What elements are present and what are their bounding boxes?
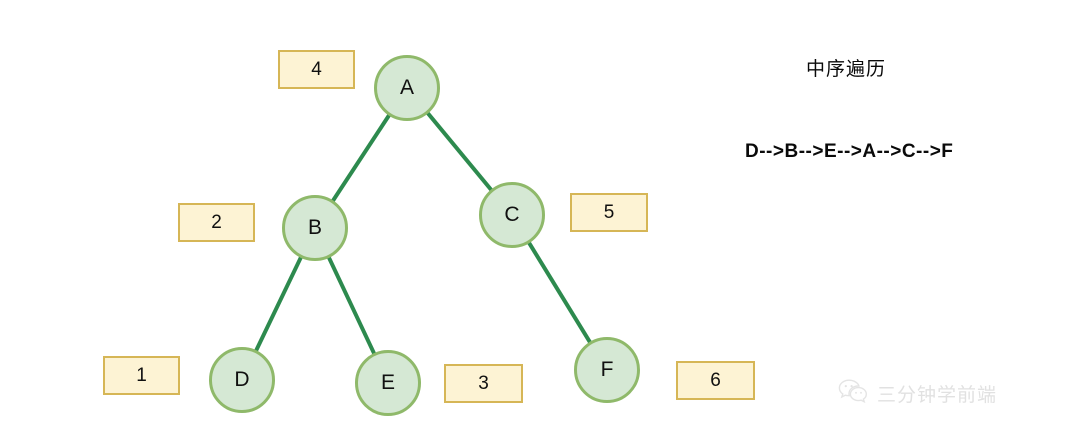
tree-node-c[interactable]: C	[479, 182, 545, 248]
order-label-value: 1	[136, 364, 147, 386]
tree-edge-c-f	[526, 240, 593, 345]
tree-edge-a-c	[425, 110, 494, 193]
tree-edge-a-b	[330, 112, 392, 204]
tree-node-d[interactable]: D	[209, 347, 275, 413]
tree-node-b[interactable]: B	[282, 195, 348, 261]
tree-node-label: A	[399, 76, 414, 99]
order-label-f[interactable]: 6	[676, 361, 755, 400]
tree-node-label: F	[600, 358, 614, 381]
order-label-value: 4	[311, 58, 322, 80]
order-label-value: 5	[603, 201, 615, 223]
order-label-value: 2	[211, 211, 222, 233]
tree-node-a[interactable]: A	[374, 55, 440, 121]
order-label-value: 3	[478, 372, 489, 394]
order-label-e[interactable]: 3	[444, 364, 523, 403]
order-label-b[interactable]: 2	[178, 203, 255, 242]
traversal-title: 中序遍历	[806, 59, 887, 80]
tree-node-e[interactable]: E	[355, 350, 421, 416]
watermark-text: 三分钟学前端	[877, 385, 998, 406]
watermark: 三分钟学前端	[838, 378, 997, 409]
tree-node-label: C	[504, 203, 520, 226]
traversal-sequence: D-->B-->E-->A-->C-->F	[745, 141, 954, 162]
tree-node-f[interactable]: F	[574, 337, 640, 403]
tree-edge-b-d	[253, 255, 304, 353]
tree-node-label: D	[234, 368, 250, 391]
tree-node-label: E	[380, 371, 395, 394]
order-label-c[interactable]: 5	[570, 193, 648, 232]
order-label-a[interactable]: 4	[278, 50, 355, 89]
tree-edge-b-e	[326, 255, 377, 356]
order-label-value: 6	[710, 369, 721, 391]
order-label-d[interactable]: 1	[103, 356, 180, 395]
wechat-icon	[838, 378, 868, 409]
tree-node-label: B	[307, 216, 322, 239]
